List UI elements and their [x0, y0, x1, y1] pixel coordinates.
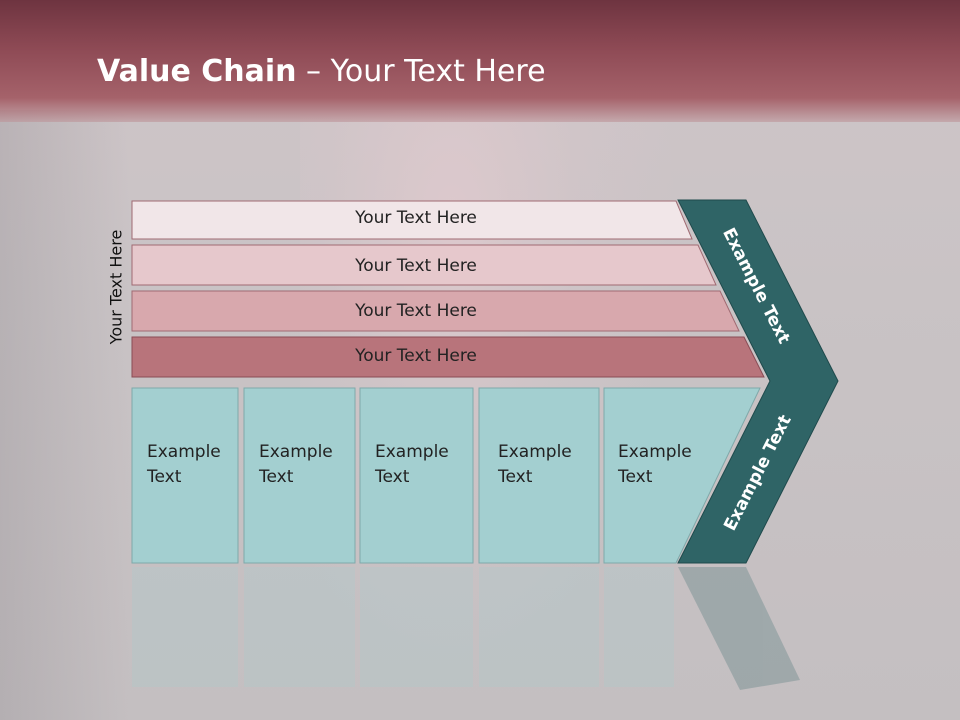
band-2-label: Your Text Here — [355, 256, 477, 276]
column-1-line1: Example — [147, 442, 221, 462]
diagram-reflection — [132, 567, 800, 690]
title-bold: Value Chain — [97, 54, 297, 89]
column-3-line1: Example — [375, 442, 449, 462]
column-1-text: Example Text — [147, 440, 221, 490]
band-4-label: Your Text Here — [355, 346, 477, 366]
column-3-line2: Text — [375, 467, 410, 487]
column-4-shape[interactable] — [478, 387, 600, 564]
column-4-line1: Example — [498, 442, 572, 462]
band-1-shape[interactable] — [131, 200, 693, 240]
column-2-text: Example Text — [259, 440, 333, 490]
column-4-text: Example Text — [498, 440, 572, 490]
column-1-shape[interactable] — [131, 387, 239, 564]
chevron-arrow[interactable] — [677, 199, 839, 564]
column-3-text: Example Text — [375, 440, 449, 490]
column-5-shape[interactable] — [603, 387, 761, 564]
slide-title: Value Chain – Your Text Here — [97, 54, 546, 89]
background-photo-hair — [0, 110, 130, 720]
column-2-line2: Text — [259, 467, 294, 487]
band-3-label: Your Text Here — [355, 301, 477, 321]
column-5-line2: Text — [618, 467, 653, 487]
band-4-shape[interactable] — [131, 336, 765, 378]
column-4-line2: Text — [498, 467, 533, 487]
column-1-line2: Text — [147, 467, 182, 487]
title-rest: – Your Text Here — [296, 54, 546, 89]
column-5-text: Example Text — [618, 440, 692, 490]
title-bar — [0, 0, 960, 122]
column-2-line1: Example — [259, 442, 333, 462]
column-5-line1: Example — [618, 442, 692, 462]
band-2-shape[interactable] — [131, 244, 717, 286]
band-3-shape[interactable] — [131, 290, 740, 332]
band-1-label: Your Text Here — [355, 208, 477, 228]
column-2-shape[interactable] — [243, 387, 356, 564]
column-3-shape[interactable] — [359, 387, 474, 564]
